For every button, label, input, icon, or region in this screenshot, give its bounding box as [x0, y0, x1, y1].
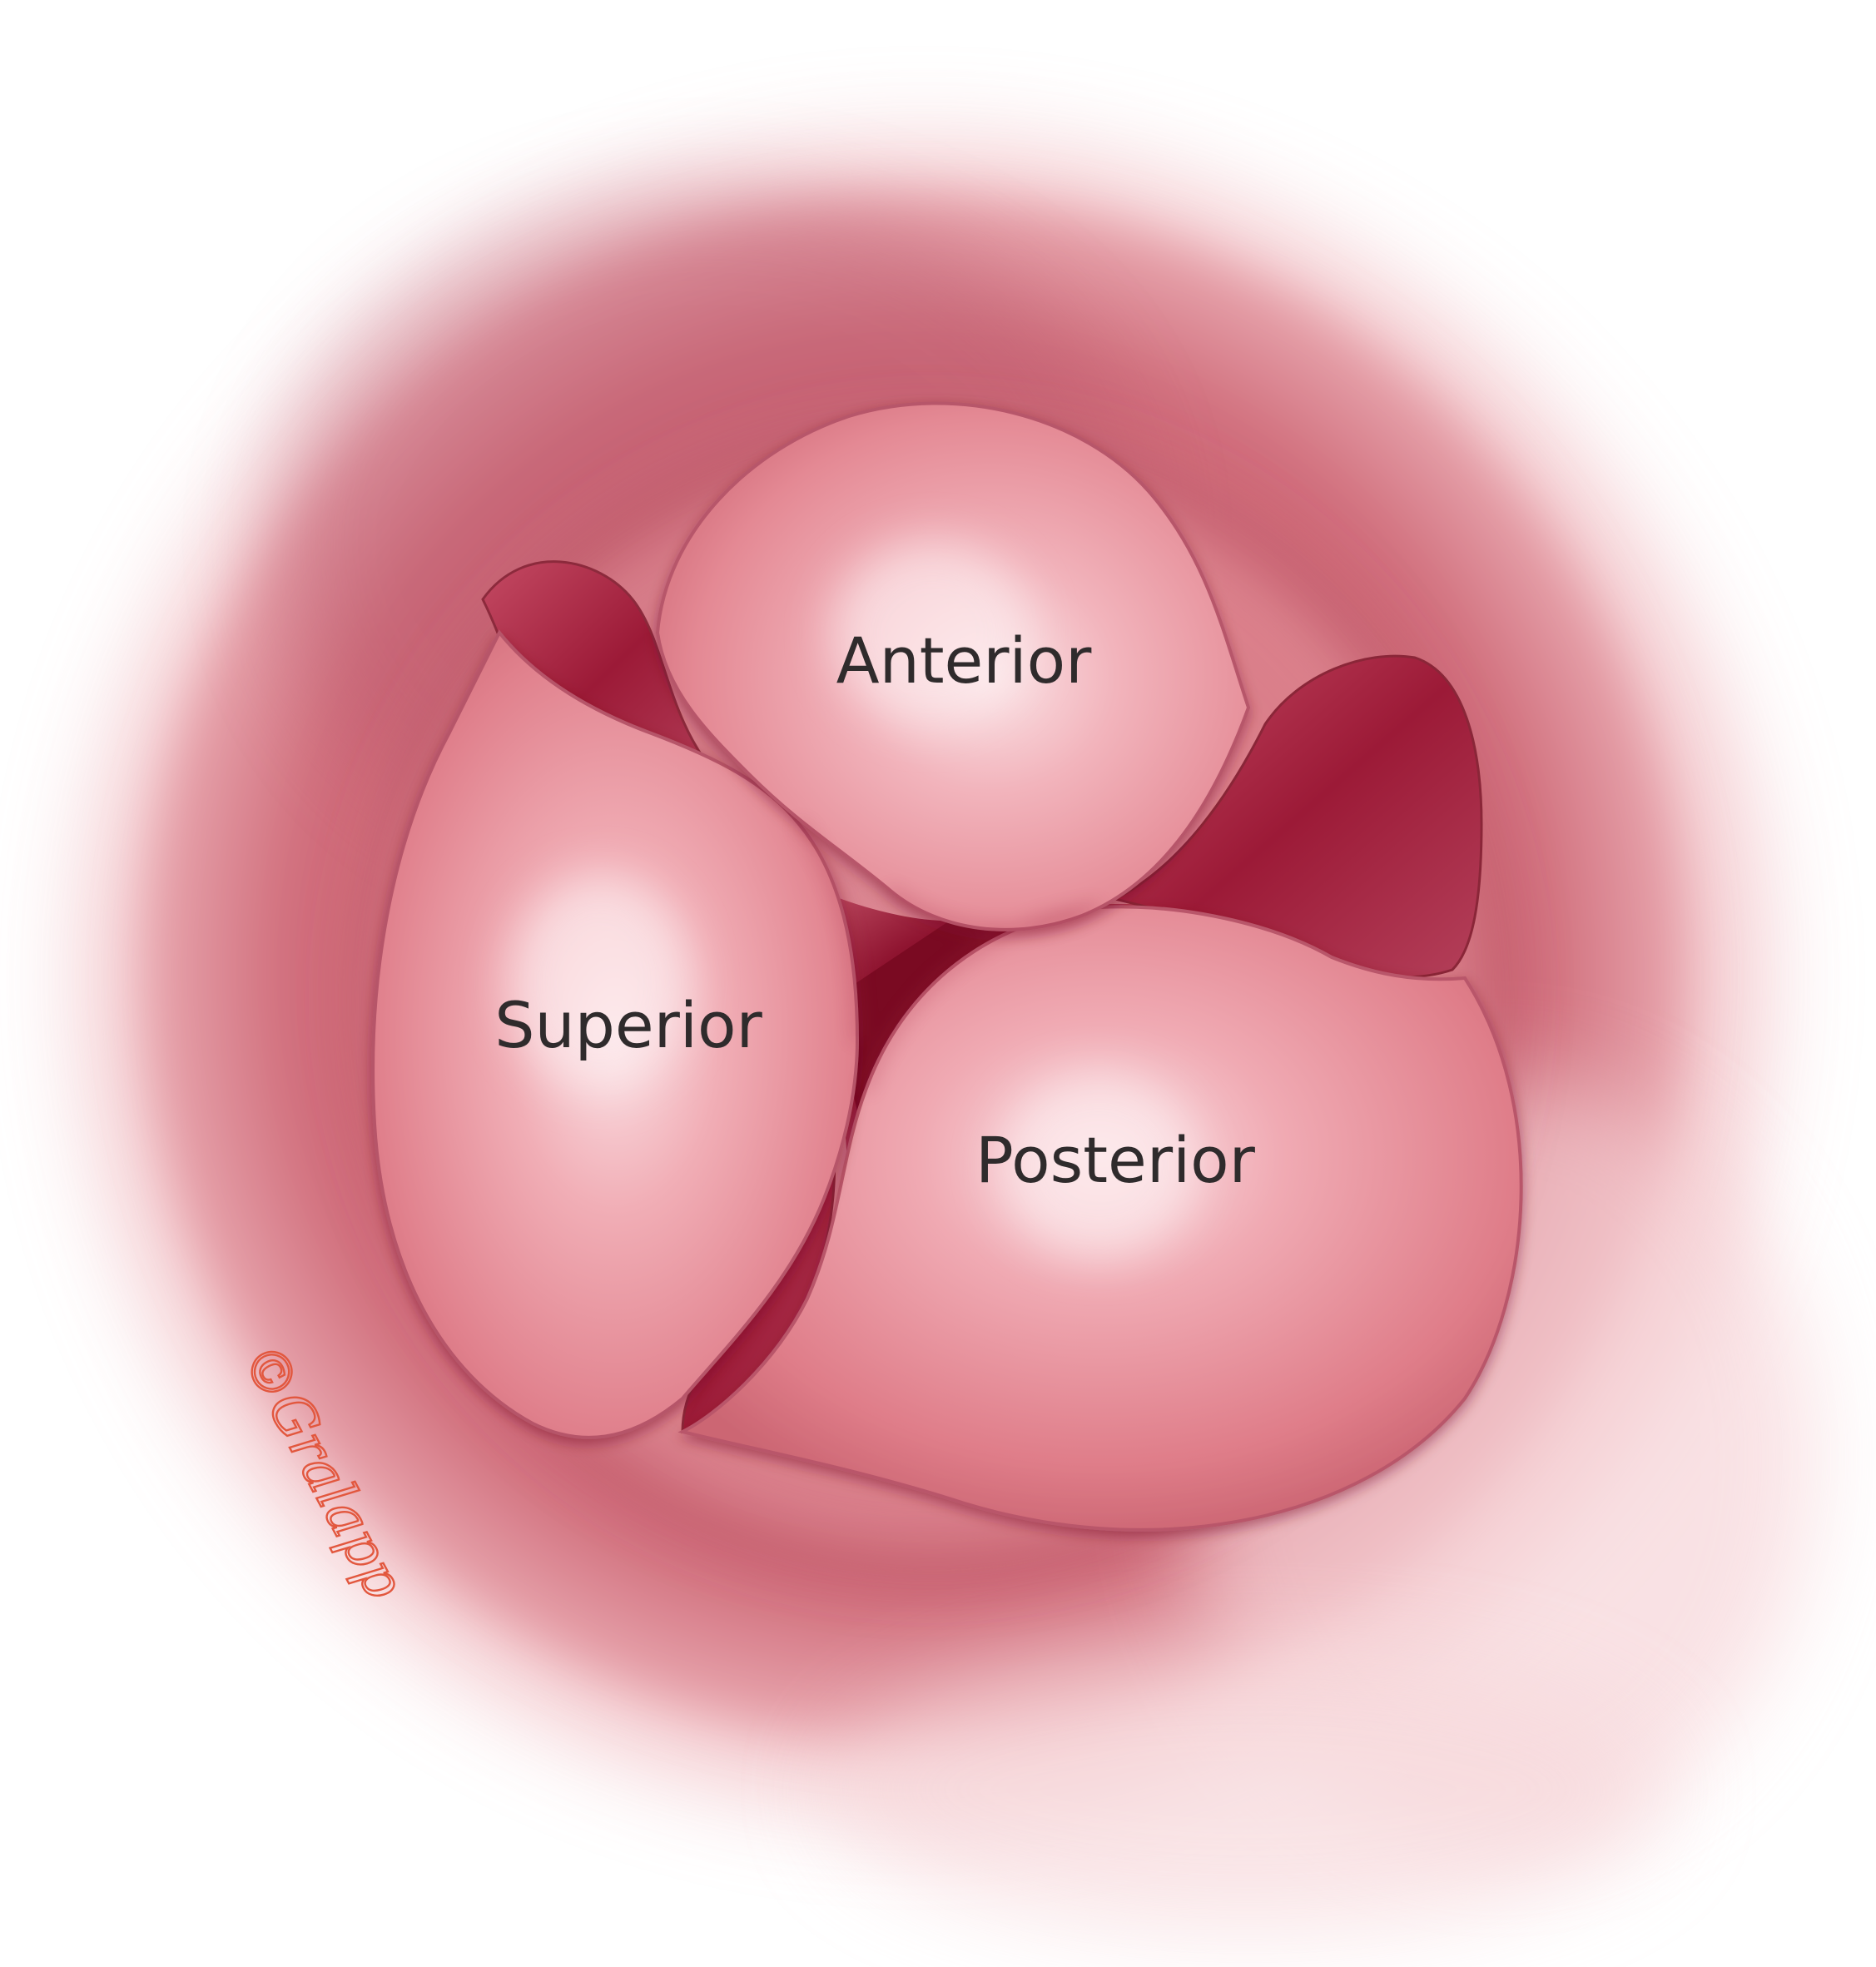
- superior-label: Superior: [494, 988, 762, 1062]
- anterior-label: Anterior: [836, 623, 1093, 698]
- leaflet-highlights: [508, 541, 1199, 1257]
- leaflet-edge-shading: [796, 821, 1099, 1092]
- posterior-label: Posterior: [975, 1123, 1256, 1197]
